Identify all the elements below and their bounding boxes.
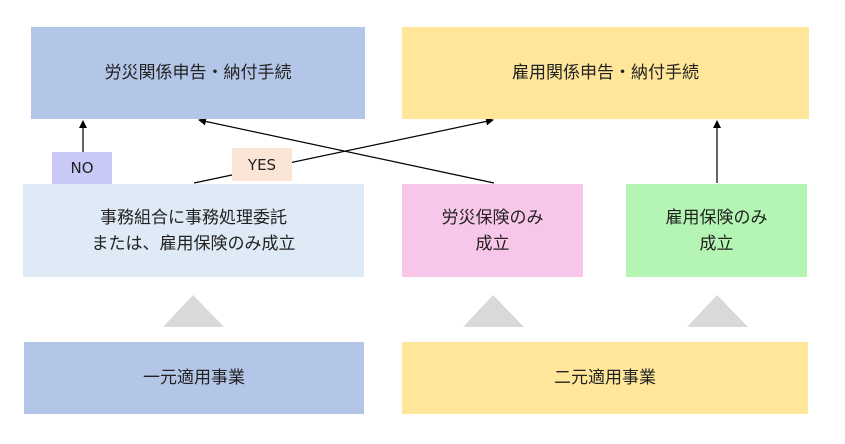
koyou-procedure-box: 雇用関係申告・納付手続 <box>402 27 809 119</box>
yes-tag: YES <box>232 148 292 181</box>
yes-label: YES <box>247 155 277 174</box>
nigen-label: 二元適用事業 <box>554 368 656 388</box>
koyou-only-box: 雇用保険のみ 成立 <box>626 184 807 277</box>
koyou-procedure-label: 雇用関係申告・納付手続 <box>512 63 699 83</box>
rousai-procedure-box: 労災関係申告・納付手続 <box>31 27 365 119</box>
rousai-only-arrow <box>198 117 495 184</box>
ichigen-box: 一元適用事業 <box>24 342 364 414</box>
jimu-kumiai-box: 事務組合に事務処理委託 または、雇用保険のみ成立 <box>23 184 364 277</box>
koyou-only-line2: 成立 <box>699 233 734 254</box>
ichigen-label: 一元適用事業 <box>143 368 245 388</box>
no-label: NO <box>70 159 94 177</box>
no-tag: NO <box>52 152 112 184</box>
rousai-procedure-label: 労災関係申告・納付手続 <box>104 63 292 83</box>
koyou-only-line1: 雇用保険のみ <box>665 207 768 228</box>
triangle-right <box>687 295 748 327</box>
rousai-only-line2: 成立 <box>475 233 510 254</box>
triangle-left <box>163 295 224 327</box>
jimu-kumiai-line1: 事務組合に事務処理委託 <box>100 207 287 228</box>
triangle-middle <box>463 295 524 327</box>
rousai-only-line1: 労災保険のみ <box>441 207 544 228</box>
nigen-box: 二元適用事業 <box>402 342 808 414</box>
rousai-only-box: 労災保険のみ 成立 <box>402 184 583 277</box>
jimu-kumiai-line2: または、雇用保険のみ成立 <box>91 233 296 254</box>
